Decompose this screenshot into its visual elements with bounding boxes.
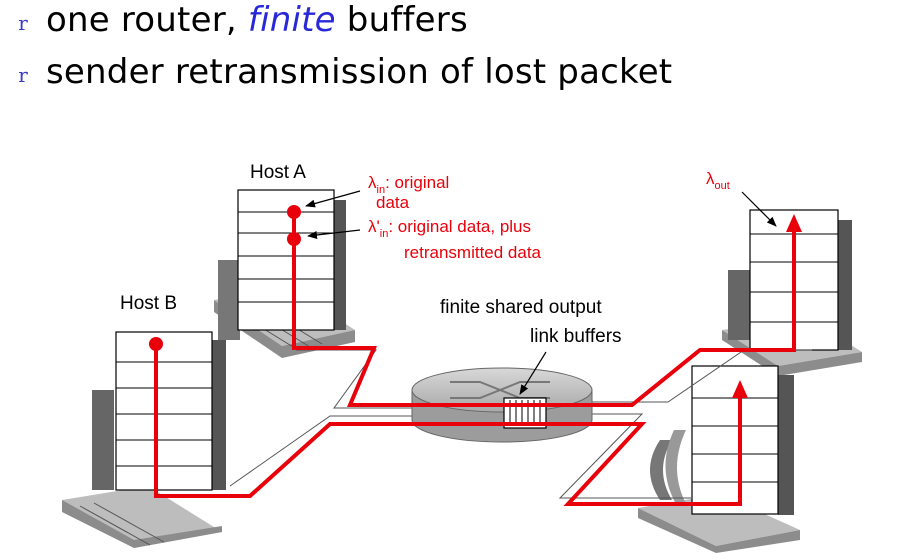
flow-paths: [154, 210, 796, 506]
lambda-in-label: λin: original: [368, 173, 449, 196]
bullet-text-prefix: one router,: [46, 0, 248, 40]
lambda-symbol: λ: [368, 173, 377, 192]
lambda-prime-pointer: [307, 229, 361, 239]
lambda-in-dot: [287, 205, 301, 219]
bullet-marker: r: [18, 11, 28, 35]
bullet-item-1: r one router, finite buffers: [0, 0, 468, 40]
buffer-pointer: [519, 351, 547, 395]
buffers-label-line2: link buffers: [530, 326, 622, 347]
bullet-item-2: r sender retransmission of lost packet: [0, 52, 672, 92]
bullet-text-2: sender retransmission of lost packet: [46, 52, 673, 92]
flow-dots: [149, 205, 301, 351]
lambda-prime-in-dot: [287, 232, 301, 246]
bullet-text-1: one router, finite buffers: [46, 0, 468, 40]
lambda-in-desc-line2: data: [376, 193, 410, 212]
out-subscript: out: [715, 180, 730, 192]
flow-arrowheads: [732, 214, 802, 398]
lambda-out-pointer: [741, 191, 777, 227]
bottom-receiver-arrowhead: [732, 380, 748, 398]
top-receiver-arrowhead: [786, 214, 802, 232]
host-b-label: Host B: [120, 293, 177, 314]
in-subscript: in: [380, 228, 389, 240]
host-a-computer: [214, 189, 355, 358]
host-a-label: Host A: [250, 162, 306, 183]
buffers-label-line1: finite shared output: [440, 297, 602, 318]
finite-emphasis: finite: [247, 0, 336, 40]
host-b-computer: [62, 331, 226, 548]
host-b-dot: [149, 337, 163, 351]
lambda-prime-desc-line2: retransmitted data: [404, 243, 542, 262]
pointer-arrows: [305, 190, 777, 395]
lambda-symbol: λ: [706, 169, 715, 188]
host-b-flow: [154, 344, 742, 506]
receiver-bottom-computer: [638, 365, 800, 553]
lambda-prime-symbol: λ': [368, 217, 380, 236]
lambda-out-label: λout: [706, 169, 730, 192]
lambda-prime-desc-line1: : original data, plus: [388, 217, 531, 236]
in-subscript: in: [377, 184, 386, 196]
bullet-marker: r: [18, 63, 28, 87]
lambda-prime-in-label: λ'in: original data, plus: [368, 217, 531, 240]
lambda-in-pointer: [305, 190, 361, 208]
lambda-in-desc-line1: : original: [385, 173, 449, 192]
host-a-flow: [292, 210, 796, 407]
bullet-text-suffix: buffers: [335, 0, 468, 40]
